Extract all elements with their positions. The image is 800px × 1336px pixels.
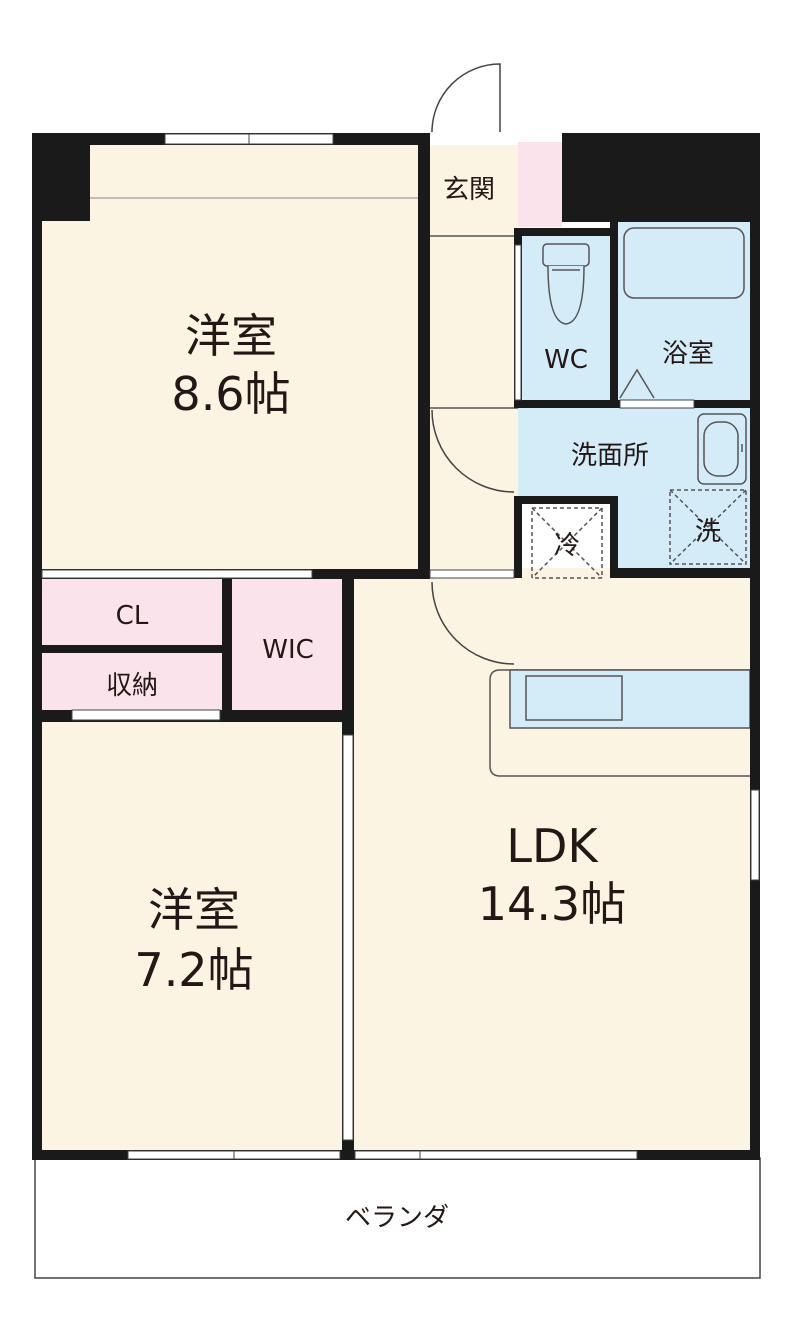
wall-wc-bath <box>610 222 618 402</box>
wall-ldk-top <box>340 569 430 579</box>
washer-label: 洗 <box>695 517 721 547</box>
washer-space-icon <box>669 489 747 565</box>
storage-label: 収納 <box>106 671 158 701</box>
sliding-door-room1 <box>41 569 313 579</box>
wall-room1-right <box>418 133 430 577</box>
wall-right <box>750 133 760 1160</box>
openings <box>41 133 760 1160</box>
closet-floor <box>42 577 224 645</box>
wc-door <box>514 244 522 401</box>
veranda-outline <box>34 1157 761 1279</box>
fixtures <box>90 197 751 777</box>
wc-label: WC <box>544 345 588 375</box>
sliding-door-storage <box>71 709 221 721</box>
western-room-2-name: 洋室 <box>148 883 240 937</box>
kitchen-counter-icon <box>489 669 751 777</box>
entrance-storage-strip <box>518 142 562 146</box>
fridge-space-icon <box>531 507 603 579</box>
ldk-door <box>431 581 515 665</box>
washroom-label: 洗面所 <box>571 441 649 471</box>
wall-wash-left <box>514 496 522 578</box>
wall-closet-right <box>222 577 232 717</box>
veranda-label: ベランダ <box>345 1203 449 1233</box>
bathtub-icon <box>623 227 745 299</box>
entrance-door <box>431 63 501 133</box>
ldk-size: 14.3帖 <box>478 877 626 931</box>
door-swings <box>431 63 515 665</box>
entrance-label: 玄関 <box>443 175 495 205</box>
wall-fridge-right <box>610 496 618 578</box>
wall-wic-right <box>342 577 354 727</box>
entrance-storage-floor <box>518 145 562 227</box>
western-room-1-size: 8.6帖 <box>171 367 290 421</box>
fridge-label: 冷 <box>554 531 580 561</box>
window-ldk <box>354 1150 638 1160</box>
western-room-1-floor <box>42 145 420 571</box>
bath-door-mark <box>619 368 655 399</box>
hall-door <box>431 409 515 493</box>
wall-closet-bottom <box>32 645 232 653</box>
bath-door <box>619 399 695 409</box>
storage-floor <box>42 652 224 710</box>
wall-wc-top <box>514 228 614 236</box>
washer-floor <box>618 490 750 568</box>
window-ldk-side <box>750 789 760 881</box>
wall-fridge-top <box>514 496 618 504</box>
western-room-2-size: 7.2帖 <box>134 943 253 997</box>
ldk-name: LDK <box>506 819 599 873</box>
wall-corner-right <box>562 133 760 222</box>
wash-basin-icon <box>697 413 747 485</box>
bath-floor <box>618 222 750 400</box>
wall-wash-bottom <box>610 568 760 578</box>
sliding-door-room2 <box>342 734 354 1141</box>
western-room-2-floor <box>42 720 344 1152</box>
bath-label: 浴室 <box>662 339 714 369</box>
toilet-icon <box>542 243 590 325</box>
labels: 洋室 8.6帖 玄関 WC 浴室 洗面所 冷 洗 CL 収納 WIC LDK 1… <box>106 175 721 1233</box>
western-room-1-name: 洋室 <box>185 309 277 363</box>
ldk-doorway <box>429 569 515 579</box>
closet-label: CL <box>116 601 149 631</box>
hallway-floor <box>420 145 518 577</box>
wic-floor <box>232 577 344 710</box>
wic-label: WIC <box>262 635 314 665</box>
